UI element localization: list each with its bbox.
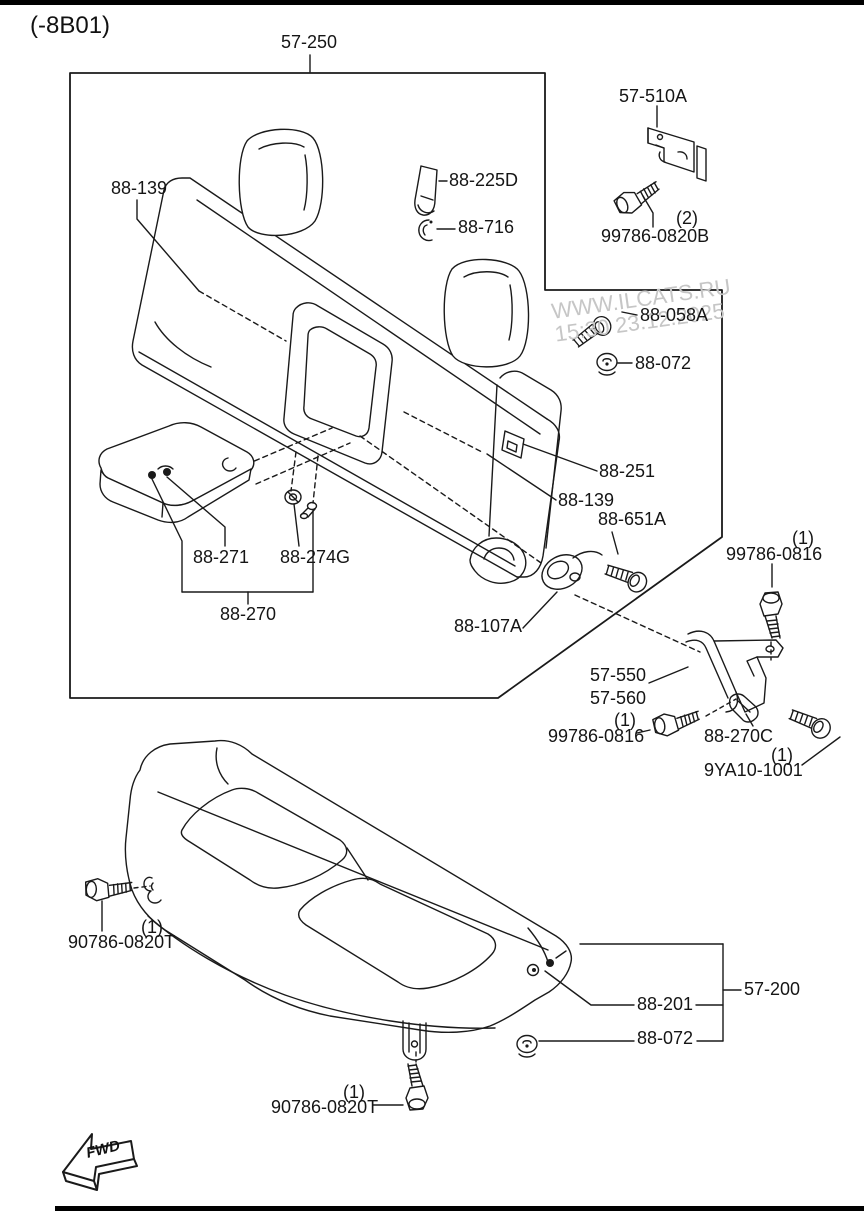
part-label-ref-88-139-left: 88-139	[111, 178, 168, 198]
part-label-ref-57-550: 57-550	[590, 665, 647, 685]
part-label-ref-99786-0820B: 99786-0820B	[601, 226, 710, 246]
grommet-88-072-upper	[596, 352, 633, 376]
part-label-ref-57-250: 57-250	[281, 32, 338, 52]
part-label-ref-88-251: 88-251	[599, 461, 656, 481]
bolt-99786-0816-lower	[636, 698, 737, 739]
leader-88-251	[522, 443, 598, 472]
armrest-illustration	[98, 422, 318, 605]
part-label-ref-9YA10-1001: 9YA10-1001	[704, 760, 803, 780]
leader-88-139-right	[486, 453, 557, 501]
part-label-qty-90786-0820T-left: (1)	[141, 917, 163, 937]
bolt-90786-0820T-left	[84, 877, 151, 932]
part-label-ref-88-274G: 88-274G	[280, 547, 351, 567]
bracket-57-510A	[611, 105, 707, 228]
part-label-ref-88-270: 88-270	[220, 604, 277, 624]
part-label-ref-88-072-upper: 88-072	[635, 353, 692, 373]
part-label-ref-88-271: 88-271	[193, 547, 250, 567]
bracket-57-550-560	[574, 594, 784, 713]
bolt-99786-0816-upper	[759, 563, 783, 661]
headrest-right	[443, 258, 530, 368]
headrest-left	[238, 128, 324, 237]
part-label-qty-99786-0820B: (2)	[676, 208, 698, 228]
part-label-ref-88-139-right: 88-139	[558, 490, 615, 510]
part-label-qty-90786-0820T-bottom: (1)	[343, 1082, 365, 1102]
clip-88-270C	[728, 693, 759, 727]
armrest-pin-icon	[299, 501, 318, 520]
part-label-ref-90786-0820T-left: 90786-0820T	[68, 932, 176, 952]
top-border-bar	[0, 0, 864, 5]
part-label-ref-88-225D: 88-225D	[449, 170, 519, 190]
bottom-border-bar	[55, 1206, 864, 1211]
seat-back-boundary-box	[69, 54, 723, 699]
bolt-88-058A	[568, 311, 638, 350]
part-label-ref-88-716: 88-716	[458, 217, 515, 237]
screw-9YA10-1001	[786, 700, 841, 766]
seat-cushion-group-bracket	[544, 943, 742, 1042]
strap-88-225D	[414, 165, 448, 216]
screw-88-651A	[602, 531, 651, 597]
part-label-ref-88-072-lower: 88-072	[637, 1028, 694, 1048]
armrest-screw-icon	[284, 489, 302, 505]
grommet-88-072-lower	[516, 1034, 635, 1058]
part-label-ref-88-651A: 88-651A	[598, 509, 667, 529]
hook-88-716	[418, 219, 456, 242]
leader-88-139-left	[136, 199, 200, 292]
part-label-ref-88-270C: 88-270C	[704, 726, 774, 746]
page-code: (-8B01)	[30, 12, 111, 39]
part-label-qty-99786-0816-upper: (1)	[792, 528, 814, 548]
seat-cushion-illustration	[124, 739, 573, 1061]
part-label-ref-88-201: 88-201	[637, 994, 694, 1014]
part-label-ref-99786-0816-lower: 99786-0816	[548, 726, 645, 746]
hinge-88-107A	[522, 550, 603, 629]
part-label-qty-99786-0816-lower: (1)	[614, 710, 636, 730]
part-label-ref-99786-0816-upper: 99786-0816	[726, 544, 823, 564]
part-label-ref-88-107A: 88-107A	[454, 616, 523, 636]
seat-back-illustration	[131, 128, 562, 584]
part-label-ref-88-058A: 88-058A	[640, 305, 709, 325]
part-label-qty-9YA10-1001: (1)	[771, 745, 793, 765]
fwd-arrow	[62, 1133, 138, 1191]
part-label-ref-57-560: 57-560	[590, 688, 647, 708]
part-label-ref-57-200: 57-200	[744, 979, 801, 999]
part-label-ref-90786-0820T-bottom: 90786-0820T	[271, 1097, 379, 1117]
bolt-90786-0820T-bottom	[372, 1051, 429, 1111]
part-label-ref-57-510A: 57-510A	[619, 86, 688, 106]
